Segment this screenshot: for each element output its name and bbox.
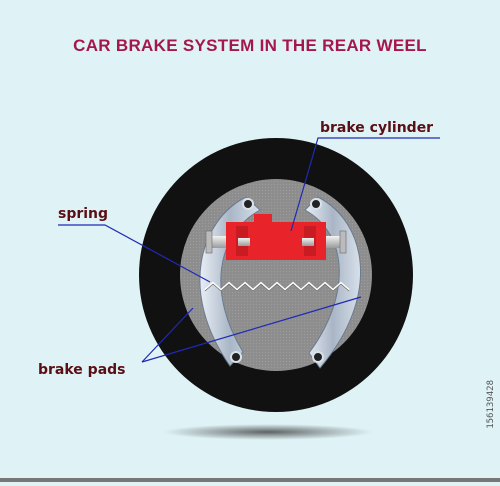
brake-cylinder	[205, 214, 347, 260]
leader-spring	[58, 224, 211, 283]
return-spring	[204, 281, 350, 292]
wheel-shadow	[163, 424, 373, 440]
bottom-stripe	[0, 478, 500, 482]
leader-brake-pads-right	[141, 296, 362, 363]
shoe-pivot-left-top	[242, 198, 254, 210]
shoe-pivot-right-top	[310, 198, 322, 210]
label-spring: spring	[58, 206, 109, 222]
leader-lines	[58, 137, 440, 363]
return-spring-shade	[204, 283, 350, 292]
stock-image-id: 156139428	[486, 380, 496, 429]
shoe-pivot-right-bottom	[312, 351, 324, 363]
leader-brake-pads-left	[141, 307, 194, 363]
diagram-title: CAR BRAKE SYSTEM IN THE REAR WEEL	[73, 36, 427, 55]
leader-brake-cylinder	[290, 137, 440, 232]
shoe-pivot-left-bottom	[230, 351, 242, 363]
label-brake-pads: brake pads	[38, 362, 126, 378]
label-brake-cylinder: brake cylinder	[320, 120, 434, 136]
